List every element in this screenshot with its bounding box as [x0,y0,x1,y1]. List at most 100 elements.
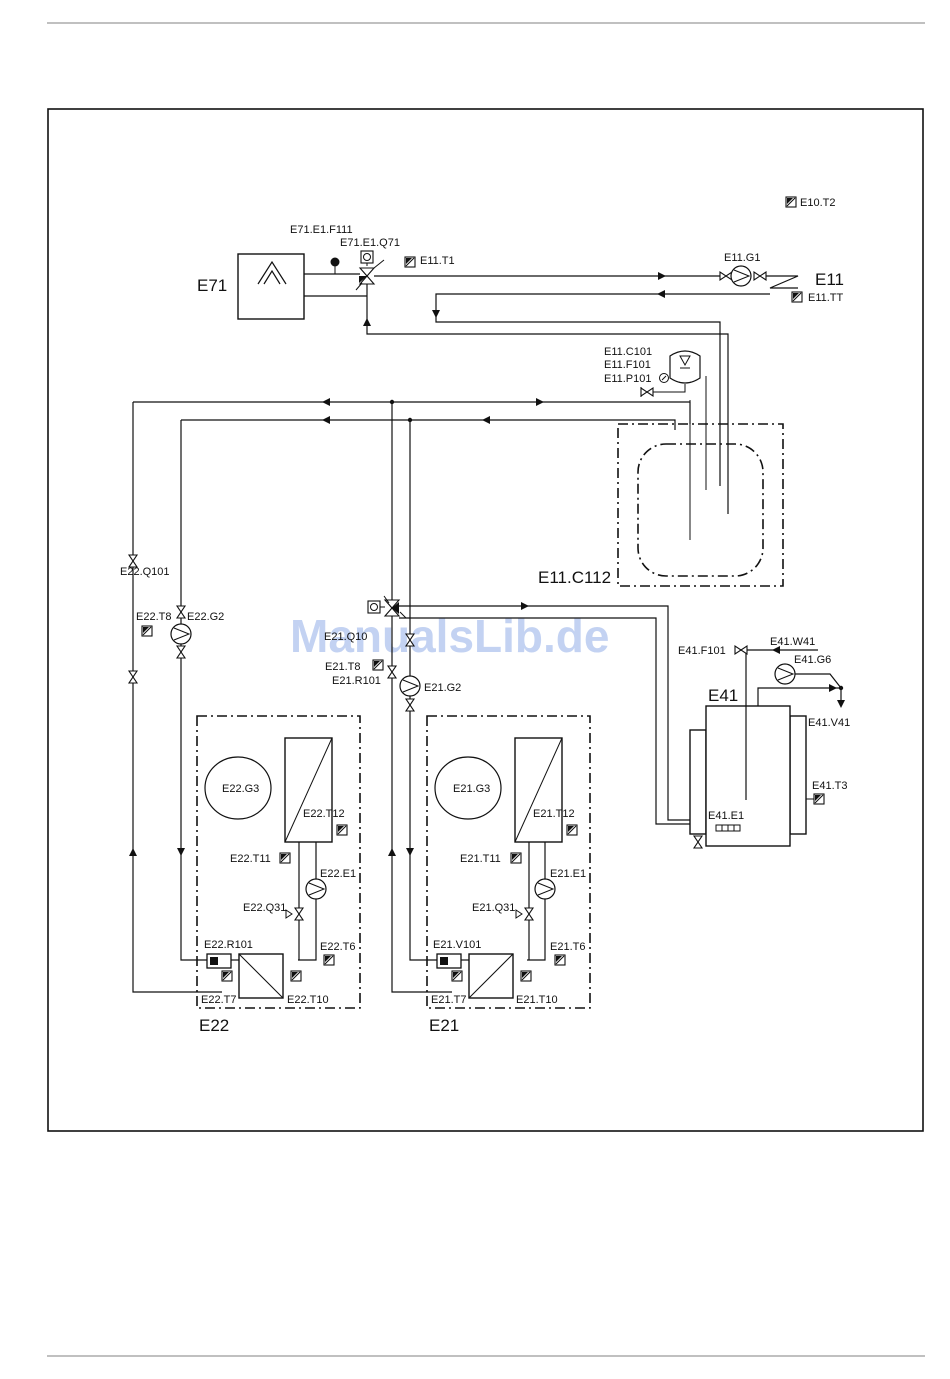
sensor-e22-t8-icon [141,625,153,637]
flow-arrow [658,272,666,280]
sensor-e21-t12-icon [566,824,578,836]
label-e11-g1: E11.G1 [724,252,761,264]
buffer-store-vessel [637,443,764,577]
label-e21-t6: E21.T6 [550,941,585,953]
label-e11-tt: E11.TT [808,292,844,304]
mixer-e21-q10-icon [367,595,407,619]
flow-arrow [129,848,137,856]
label-e22-t12: E22.T12 [303,808,345,820]
pressure-gauge-icon [659,373,669,383]
label-e22: E22 [199,1016,229,1035]
label-e41-e1: E41.E1 [708,810,744,822]
label-e22-g3: E22.G3 [222,783,259,795]
heat-exchanger-e21-diagonal [468,953,514,999]
flow-arrow [482,416,490,424]
flow-arrow [322,416,330,424]
flow-arrow [772,646,780,654]
sensor-e21-t11-icon [510,852,522,864]
pipe-vessel [653,384,686,393]
pipe-return-to-store [366,284,729,514]
fan-e21-g3 [434,756,502,820]
flow-arrow [521,602,529,610]
flow-arrow [536,398,544,406]
label-e21-q10: E21.Q10 [324,631,367,643]
sensor-e22-t10-icon [290,970,302,982]
flow-arrow [829,684,837,692]
coil-e21-diagonal [514,737,563,843]
pipe-distribution-supply [133,401,691,424]
sensor-e22-t6-icon [323,954,335,966]
pipe-e41-return [399,617,690,825]
pipe-e22-internal [298,842,317,961]
pipe-e11-circuit [766,275,799,289]
boiler-flame-icon [257,260,287,285]
pump-e22-e1-icon [305,878,327,900]
pump-e22-g2-icon [170,623,192,645]
valve-e22-a-icon [128,670,138,684]
label-e21-g3: E21.G3 [453,783,490,795]
watermark: ManualsLib.de [290,610,609,662]
label-e21-t7: E21.T7 [431,994,466,1006]
pipe-e21-supply [391,402,452,993]
sensor-e41-t3-icon [813,793,825,805]
control-e21-v101-icon [436,953,462,969]
valve-e22-q31-actuator [285,909,293,919]
label-e21-q31: E21.Q31 [472,902,515,914]
label-e22-r101: E22.R101 [204,939,253,951]
label-e11-p101: E11.P101 [604,373,652,385]
label-e21: E21 [429,1016,459,1035]
pipe-e22-supply [132,402,222,993]
label-e22-q31: E22.Q31 [243,902,286,914]
flow-arrow [388,848,396,856]
buffer-store-frame [617,423,784,587]
label-e11-f101: E11.F101 [604,359,651,371]
pipe-e11-return [435,293,770,318]
valve-e11-a-icon [719,271,733,281]
label-e22-t7: E22.T7 [201,994,236,1006]
diagram-frame [47,108,924,1132]
label-e11-c112: E11.C112 [538,568,611,587]
flow-arrow [406,848,414,856]
label-e41-v41: E41.V41 [808,717,850,729]
control-e22-r101-icon [206,953,232,969]
pipe-e21-internal [527,842,546,961]
valve-e41-drain-icon [693,835,703,849]
pipe-e21-return [409,420,437,961]
flow-arrow [177,848,185,856]
label-e22-t8: E22.T8 [136,611,171,623]
heat-exchanger-e22-diagonal [238,953,284,999]
label-e22-t6: E22.T6 [320,941,355,953]
label-e71-q71: E71.E1.Q71 [340,237,400,249]
label-e11-t1: E11.T1 [420,255,455,267]
sensor-e21-t6-icon [554,954,566,966]
label-e41-g6: E41.G6 [794,654,831,666]
label-e22-q101: E22.Q101 [120,566,170,578]
flow-arrow [657,290,665,298]
label-e21-t10: E21.T10 [516,994,558,1006]
pipe-e22-return [180,420,207,961]
valve-e22-b-icon [176,605,186,619]
label-e71: E71 [197,276,227,295]
label-e41: E41 [708,686,738,705]
flow-arrow [837,700,845,708]
label-e71-f111: E71.E1.F111 [290,224,353,236]
label-e22-t10: E22.T10 [287,994,329,1006]
coil-e22-diagonal [284,737,333,843]
flow-arrow [322,398,330,406]
label-e21-g2: E21.G2 [424,682,461,694]
label-e21-t12: E21.T12 [533,808,575,820]
pipe-e41-circulation [757,687,842,706]
outdoor-sensor-icon [785,196,797,208]
valve-e21-b-icon [387,665,397,679]
flow-arrow [432,310,440,318]
valve-e21-q31-actuator [515,909,523,919]
label-e21-e1: E21.E1 [550,868,586,880]
pipe-store-feed [435,318,721,486]
fan-e22-g3 [204,756,272,820]
valve-e11-f101-icon [640,387,654,397]
valve-e22-c-icon [176,645,186,659]
pipe-distribution-return [181,419,676,430]
e41-jacket-left [689,729,707,835]
safety-thermostat-icon [330,257,340,274]
label-e21-t8: E21.T8 [325,661,360,673]
